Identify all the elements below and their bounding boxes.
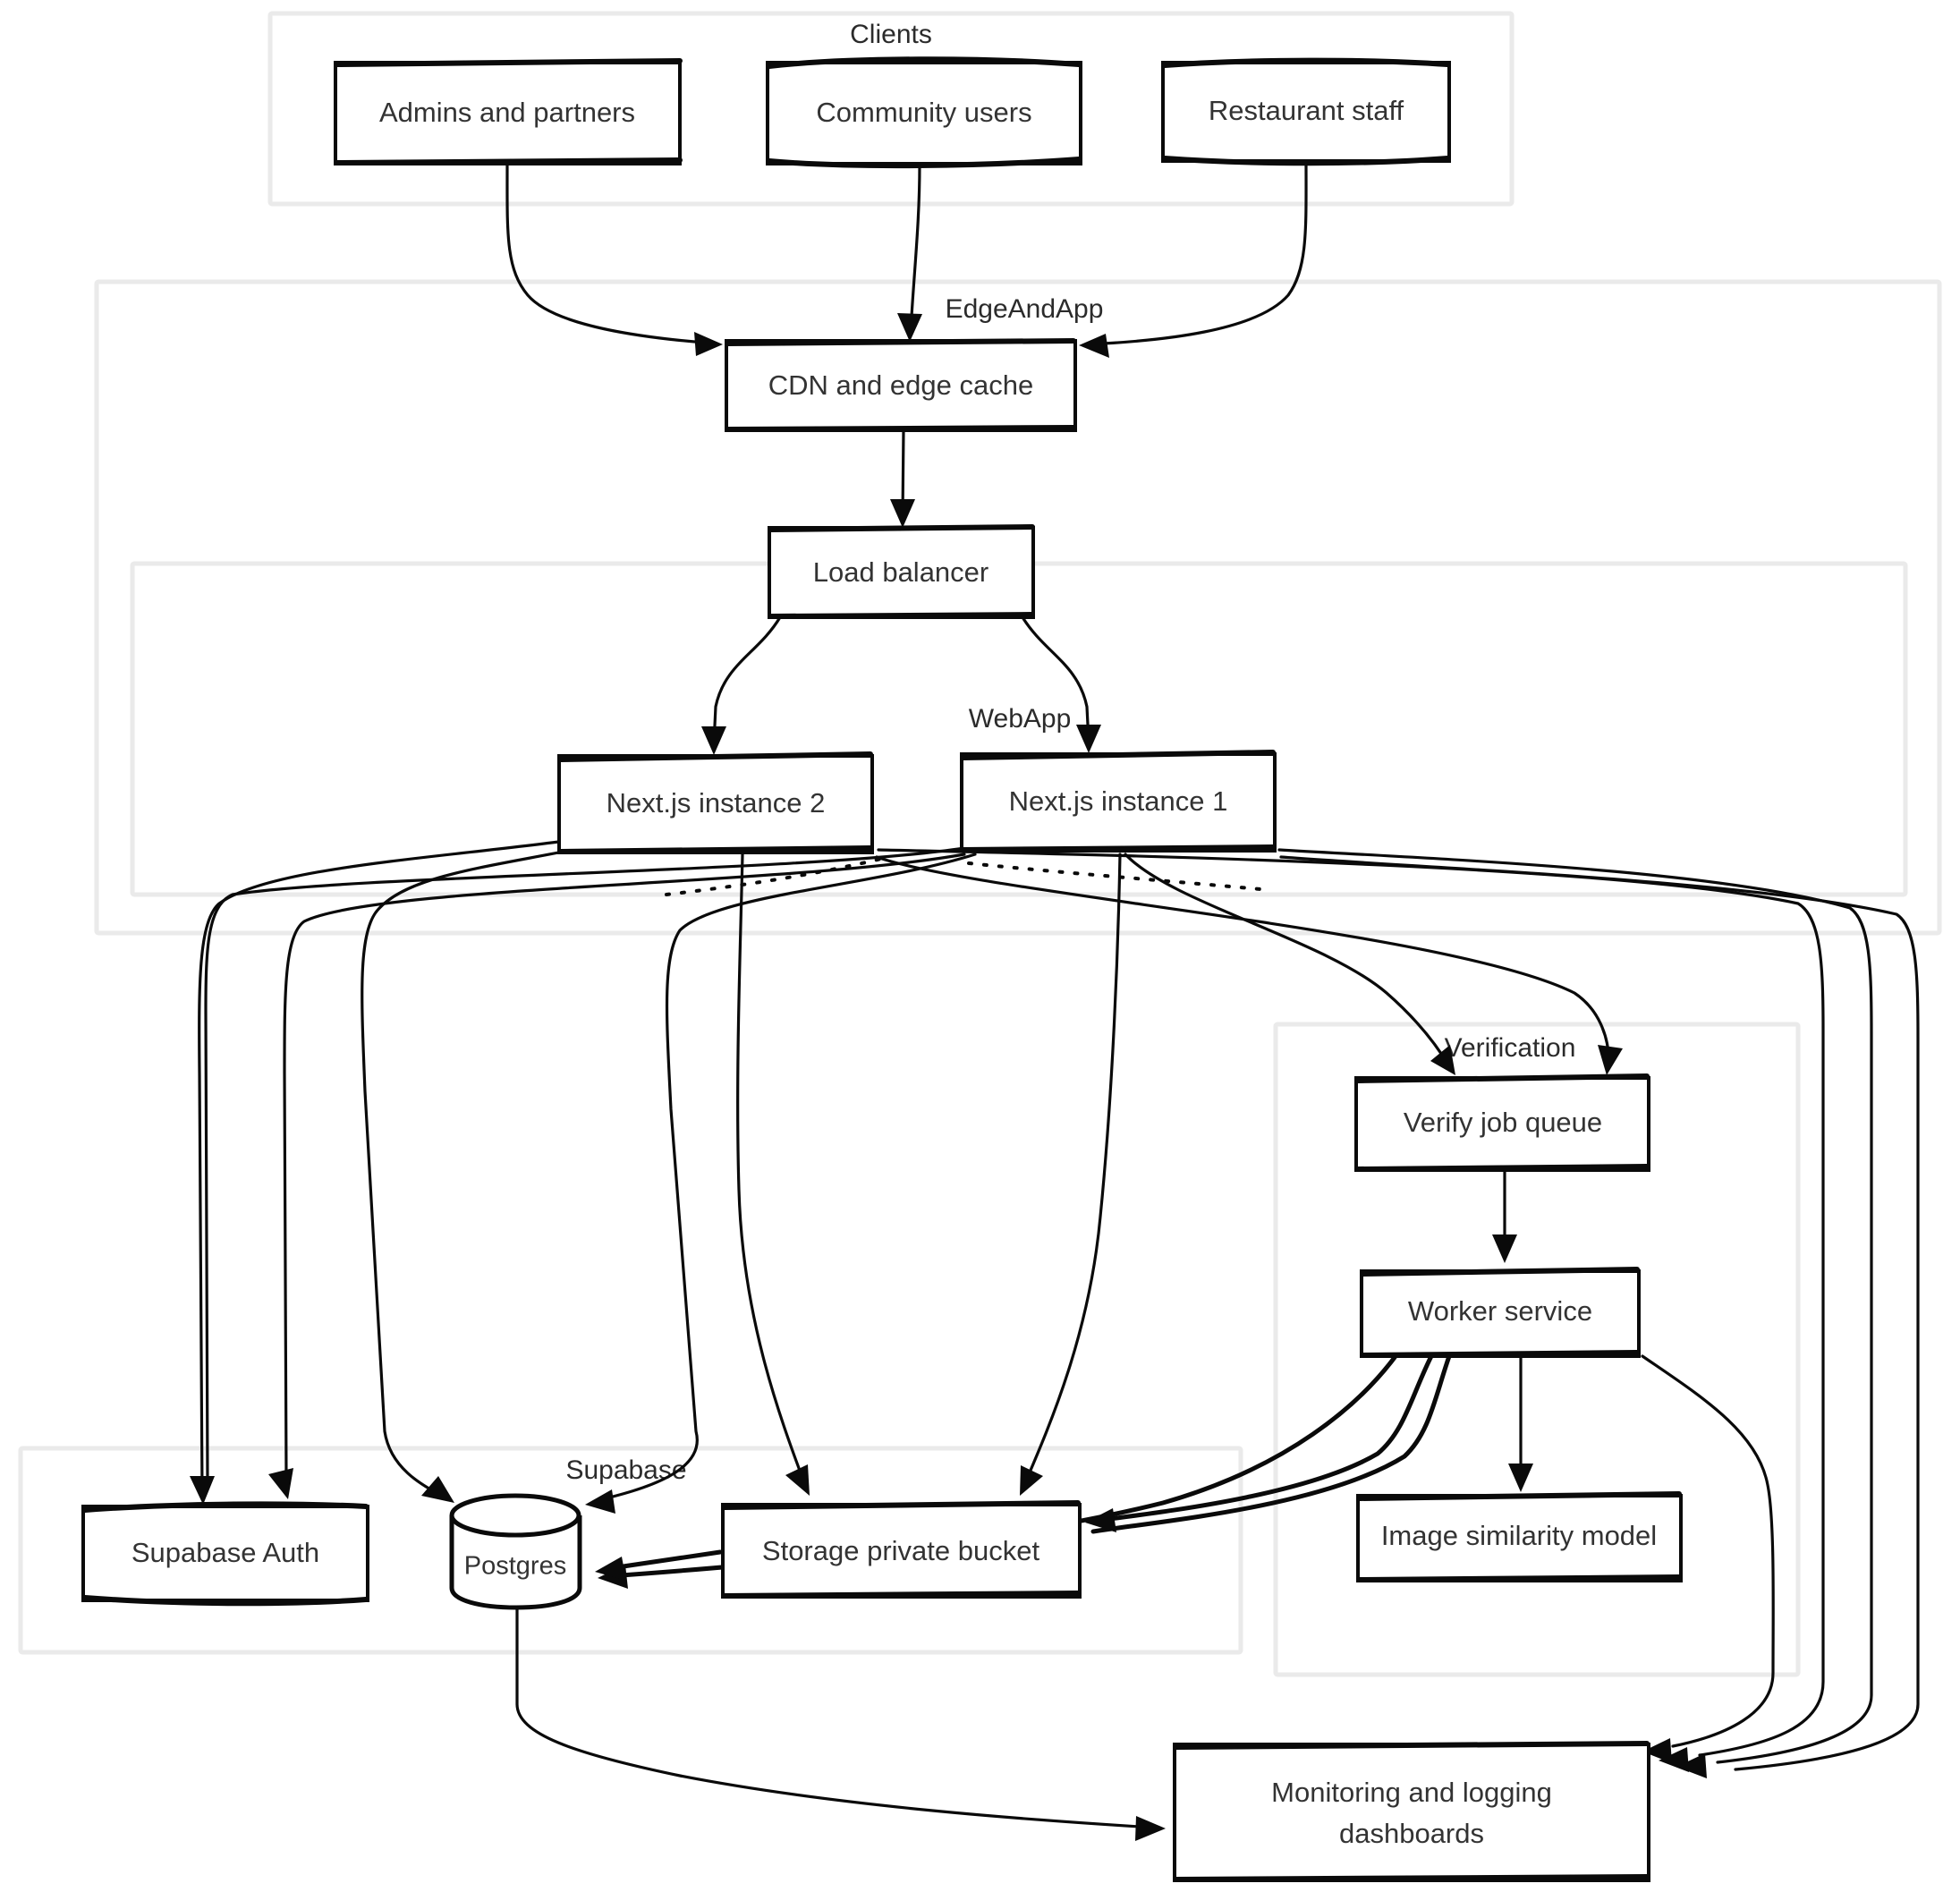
edge-next1-to-auth — [204, 846, 966, 1499]
group-webapp-label: WebApp — [969, 704, 1072, 734]
edge-next2-to-monitoring — [877, 848, 1825, 1772]
group-supabase-label: Supabase — [565, 1455, 686, 1485]
node-cdn-and-edge-cache[interactable]: CDN and edge cache — [725, 338, 1077, 432]
node-restaurant-staff[interactable]: Restaurant staff — [1161, 57, 1451, 166]
edge-next2-to-auth — [190, 839, 567, 1505]
node-monitoring-and-logging-dashboards-rect[interactable] — [1173, 1743, 1650, 1882]
node-load-balancer-label: Load balancer — [813, 556, 989, 588]
node-nextjs-instance-1-label: Next.js instance 1 — [1009, 785, 1228, 817]
group-clients-label: Clients — [850, 20, 932, 49]
node-admins-and-partners[interactable]: Admins and partners — [334, 58, 683, 165]
node-nextjs-instance-1[interactable]: Next.js instance 1 — [960, 750, 1277, 853]
group-verification-label: Verification — [1445, 1033, 1576, 1063]
edge-next1-to-auth-alt — [283, 853, 966, 1482]
node-supabase-auth[interactable]: Supabase Auth — [81, 1501, 369, 1607]
node-load-balancer[interactable]: Load balancer — [768, 524, 1035, 619]
group-clients: Clients — [267, 11, 1515, 207]
edge-admins-to-cdn — [505, 162, 723, 356]
node-storage-private-bucket-rect[interactable] — [721, 1503, 1082, 1599]
node-verify-job-queue-label: Verify job queue — [1404, 1107, 1602, 1138]
node-storage-private-bucket[interactable]: Storage private bucket — [721, 1500, 1082, 1599]
edge-next2-to-postgres — [361, 848, 574, 1503]
node-cdn-and-edge-cache-label: CDN and edge cache — [768, 369, 1033, 401]
edge-cdn-to-lb — [890, 428, 915, 528]
node-postgres-body[interactable] — [449, 1515, 582, 1610]
node-verify-job-queue[interactable]: Verify job queue — [1354, 1073, 1650, 1172]
edge-worker-to-monitoring — [1641, 1354, 1775, 1763]
group-edgeandapp-rect — [94, 279, 1942, 936]
node-image-similarity-model-label: Image similarity model — [1381, 1520, 1657, 1551]
node-restaurant-staff-rect[interactable] — [1161, 61, 1451, 163]
node-postgres[interactable]: Postgres — [449, 1493, 582, 1610]
edge-next1-to-storage — [1020, 853, 1122, 1496]
node-monitoring-label-line2: dashboards — [1339, 1818, 1484, 1849]
node-postgres-top — [449, 1493, 581, 1538]
group-clients-rect — [267, 11, 1515, 207]
edge-next2-to-storage — [736, 853, 810, 1496]
node-monitoring-label-line1: Monitoring and logging — [1271, 1777, 1552, 1808]
edge-next1-to-monitoring — [1277, 848, 1873, 1778]
group-edgeandapp: EdgeAndApp — [94, 279, 1942, 936]
edge-storage-to-postgres — [595, 1549, 723, 1581]
group-supabase-rect — [18, 1446, 1243, 1655]
edge-lb-to-next2 — [701, 615, 782, 755]
node-nextjs-instance-2-rect[interactable] — [557, 754, 874, 854]
edge-worker-to-imgmodel — [1508, 1354, 1533, 1492]
node-community-users-label: Community users — [816, 97, 1031, 128]
node-verify-job-queue-rect[interactable] — [1354, 1076, 1650, 1172]
node-postgres-label: Postgres — [464, 1552, 566, 1581]
node-worker-service[interactable]: Worker service — [1360, 1267, 1641, 1358]
edge-next1-to-queue — [1124, 853, 1455, 1075]
group-edgeandapp-label: EdgeAndApp — [946, 294, 1104, 324]
node-storage-private-bucket-label: Storage private bucket — [762, 1535, 1040, 1566]
node-monitoring-and-logging-dashboards[interactable]: Monitoring and logging dashboards — [1173, 1741, 1650, 1882]
edge-next2-to-queue — [875, 855, 1623, 1075]
node-nextjs-instance-2[interactable]: Next.js instance 2 — [557, 751, 874, 854]
group-verification-rect — [1273, 1022, 1801, 1677]
node-worker-service-label: Worker service — [1408, 1295, 1592, 1327]
edge-lb-to-next1 — [1021, 615, 1101, 753]
node-admins-and-partners-rect[interactable] — [334, 61, 682, 165]
node-admins-and-partners-label: Admins and partners — [379, 97, 635, 128]
node-community-users-rect[interactable] — [766, 61, 1082, 165]
node-supabase-auth-label: Supabase Auth — [132, 1537, 319, 1568]
node-community-users[interactable]: Community users — [766, 56, 1082, 169]
node-image-similarity-model[interactable]: Image similarity model — [1356, 1491, 1683, 1582]
accent-dotted-next1 — [967, 861, 1272, 892]
group-verification: Verification — [1273, 1022, 1801, 1677]
edge-postgres-to-monitoring — [515, 1604, 1166, 1841]
edge-community-to-cdn — [897, 162, 922, 342]
edge-queue-to-worker — [1492, 1168, 1517, 1263]
node-nextjs-instance-2-label: Next.js instance 2 — [607, 787, 826, 819]
edge-staff-to-cdn — [1079, 159, 1308, 358]
edge-next1-to-monitoring-alt — [1279, 855, 1920, 1771]
edge-next1-to-postgres — [585, 853, 977, 1514]
node-restaurant-staff-label: Restaurant staff — [1209, 95, 1404, 126]
group-supabase: Supabase — [18, 1446, 1243, 1655]
edge-layer — [190, 159, 1920, 1841]
